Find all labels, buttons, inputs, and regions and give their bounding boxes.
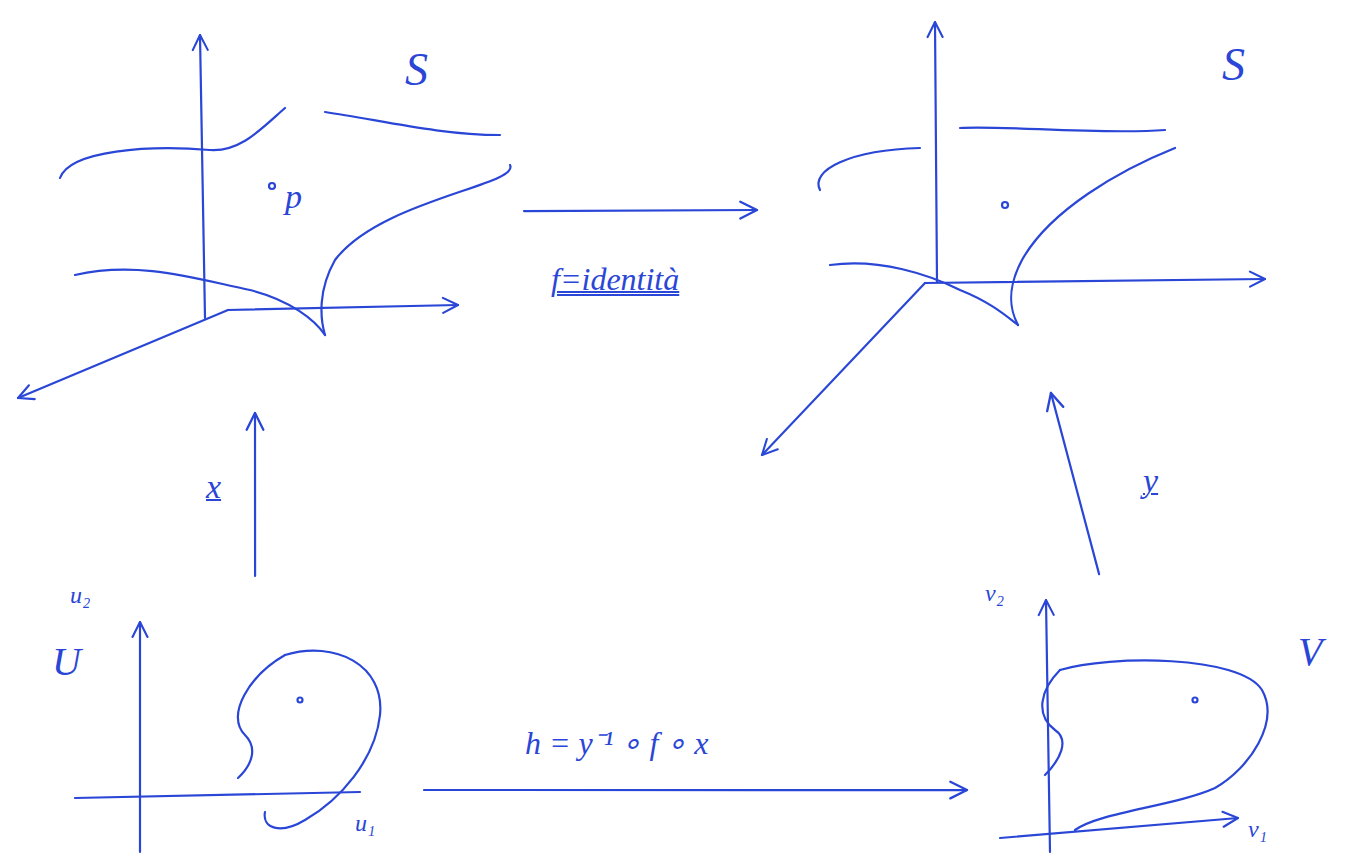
domain-outline [238, 655, 285, 778]
surface-edge [1011, 148, 1175, 325]
axis-line [935, 22, 937, 282]
surface-label: S [405, 45, 428, 96]
surface-edge [321, 165, 510, 335]
point-dot [1002, 202, 1008, 208]
axis-line [75, 792, 360, 798]
axis-line [200, 35, 205, 318]
surface-edge [75, 270, 325, 335]
axis-line [139, 622, 141, 852]
axis-label: v₁ [1248, 816, 1267, 842]
axis-label: V [1298, 630, 1322, 674]
domain-outline [1042, 670, 1062, 775]
domain-panel: v₂ Vv₁ [970, 578, 1345, 852]
surface-label: S [1222, 40, 1245, 91]
axis-line [18, 310, 228, 398]
surface-edge [325, 112, 500, 135]
axis-label: u₂ [70, 582, 90, 608]
point-dot [298, 698, 303, 703]
axis-label: u₁ [355, 810, 375, 836]
map-label: y [1140, 462, 1161, 499]
domain-panel: u₂ Uu₁ [40, 580, 420, 852]
mapping-arrow [1051, 393, 1099, 574]
mapping-arrow [524, 210, 757, 211]
map-label: f=identità [548, 262, 682, 297]
point-dot [1193, 698, 1198, 703]
surface-edge [960, 127, 1165, 131]
axis-line [1000, 818, 1238, 838]
axis-label: p [285, 178, 302, 215]
surface-edge [818, 148, 920, 190]
axis-line [925, 279, 1265, 283]
mapping-arrow [254, 413, 256, 576]
point-dot [269, 183, 275, 189]
domain-outline [265, 651, 381, 829]
map-label: x [203, 468, 224, 505]
axis-line [228, 305, 458, 310]
surface-edge [60, 108, 285, 178]
surface-panel: Sp [20, 20, 520, 410]
axis-label: v₂ [985, 580, 1004, 606]
axis-line [762, 283, 925, 455]
surface-panel: S [760, 15, 1280, 390]
axis-label: U [52, 640, 81, 684]
mapping-arrow [424, 789, 967, 791]
surface-edge [830, 263, 1018, 325]
map-label: h = y⁻¹ ∘ f ∘ x [522, 726, 711, 761]
domain-outline [1060, 660, 1267, 830]
